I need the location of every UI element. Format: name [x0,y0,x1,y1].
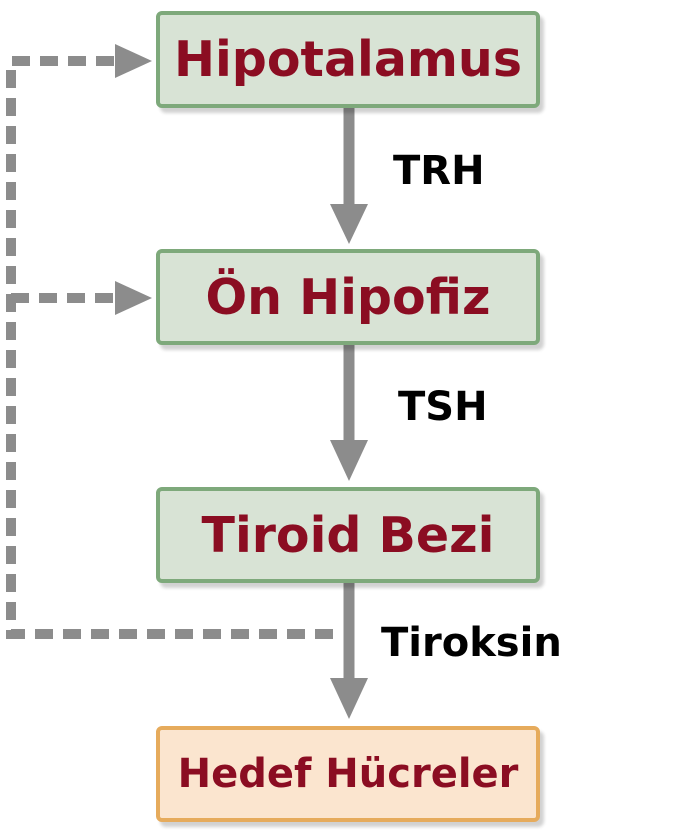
target-cells-label: Hedef Hücreler [177,751,519,797]
anterior-pituitary-box: Ön Hipofiz [156,249,540,345]
feedback-loop [6,44,333,639]
hypothalamus-box: Hipotalamus [156,11,540,108]
arrow-trh [330,108,368,244]
feedback-arrowhead-pituitary [115,281,152,315]
arrow-thyroxine [330,583,368,719]
hypothalamus-label: Hipotalamus [173,31,522,88]
thyroid-gland-label: Tiroid Bezi [201,506,495,564]
trh-label: TRH [393,148,485,194]
anterior-pituitary-label: Ön Hipofiz [205,268,491,326]
arrow-tsh [330,345,368,481]
thyroid-gland-box: Tiroid Bezi [156,487,540,583]
tsh-label: TSH [398,384,488,430]
target-cells-box: Hedef Hücreler [156,726,540,822]
feedback-arrowhead-hypothalamus [115,44,152,78]
thyroxine-label: Tiroksin [381,620,562,666]
